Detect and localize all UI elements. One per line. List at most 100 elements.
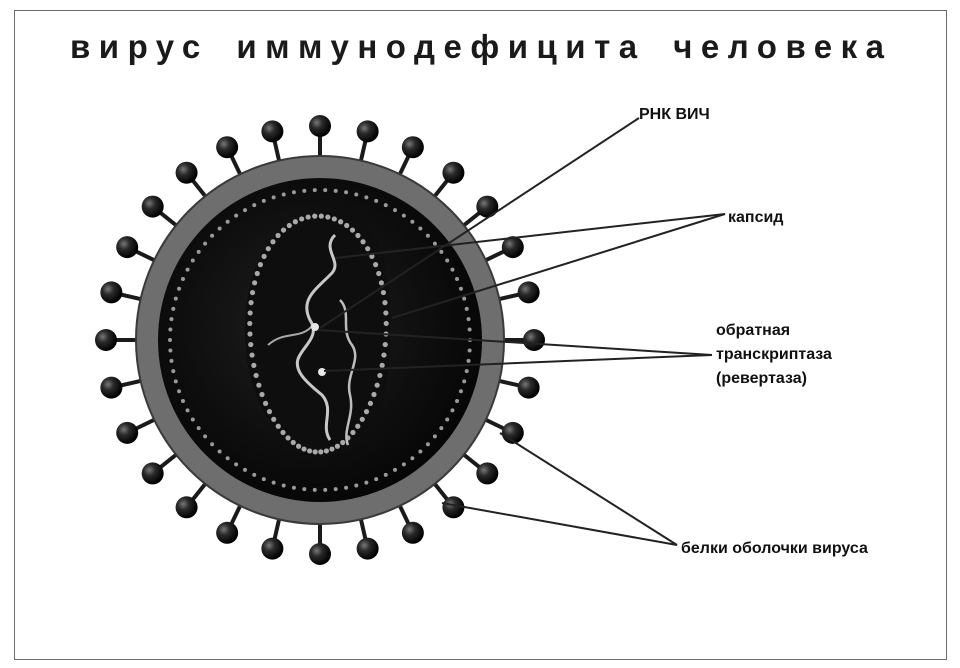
capsid-dot xyxy=(258,262,263,267)
capsid-dot xyxy=(312,214,317,219)
envelope-protein-knob xyxy=(176,496,198,518)
capsid-dot xyxy=(249,352,254,357)
matrix-dot xyxy=(169,359,173,363)
capsid-dot xyxy=(291,440,296,445)
matrix-dot xyxy=(262,477,266,481)
matrix-dot xyxy=(197,250,201,254)
capsid-dot xyxy=(252,280,257,285)
capsid-dot xyxy=(299,216,304,221)
capsid-dot xyxy=(381,352,386,357)
matrix-dot xyxy=(465,369,469,373)
envelope-protein-knob xyxy=(476,196,498,218)
envelope-protein-knob xyxy=(176,162,198,184)
capsid-dot xyxy=(340,440,345,445)
envelope-protein-knob xyxy=(116,236,138,258)
capsid-dot xyxy=(332,216,337,221)
matrix-dot xyxy=(462,379,466,383)
capsid-dot xyxy=(384,321,389,326)
matrix-dot xyxy=(450,268,454,272)
envelope-protein-knob xyxy=(216,136,238,158)
matrix-dot xyxy=(313,488,317,492)
envelope-protein-knob xyxy=(523,329,545,351)
matrix-dot xyxy=(445,259,449,263)
matrix-dot xyxy=(210,234,214,238)
capsid-dot xyxy=(254,373,259,378)
capsid-dot xyxy=(259,392,264,397)
matrix-dot xyxy=(402,462,406,466)
matrix-dot xyxy=(302,189,306,193)
matrix-dot xyxy=(450,408,454,412)
matrix-dot xyxy=(218,227,222,231)
capsid-dot xyxy=(256,383,261,388)
matrix-dot xyxy=(186,268,190,272)
envelope-protein-knob xyxy=(357,538,379,560)
capsid-dot xyxy=(380,363,385,368)
matrix-dot xyxy=(181,277,185,281)
capsid-dot xyxy=(355,233,360,238)
matrix-dot xyxy=(433,242,437,246)
matrix-dot xyxy=(243,208,247,212)
capsid-dot xyxy=(287,223,292,228)
matrix-dot xyxy=(168,328,172,332)
envelope-protein-knob xyxy=(402,136,424,158)
capsid-dot xyxy=(338,219,343,224)
envelope-protein-knob xyxy=(442,162,464,184)
capsid-dot xyxy=(364,409,369,414)
matrix-dot xyxy=(177,389,181,393)
matrix-dot xyxy=(226,456,230,460)
envelope-protein-knob xyxy=(100,377,122,399)
matrix-dot xyxy=(384,473,388,477)
label-reverse-transcriptase: обратная транскриптаза (ревертаза) xyxy=(716,319,832,391)
matrix-dot xyxy=(197,426,201,430)
matrix-dot xyxy=(282,484,286,488)
capsid-dot xyxy=(329,446,334,451)
matrix-dot xyxy=(334,189,338,193)
matrix-dot xyxy=(313,188,317,192)
matrix-dot xyxy=(393,208,397,212)
matrix-dot xyxy=(418,449,422,453)
envelope-protein-knob xyxy=(309,543,331,565)
label-capsid: капсид xyxy=(728,206,783,230)
capsid-dot xyxy=(255,271,260,276)
label-rt-line3: (ревертаза) xyxy=(716,367,832,391)
matrix-dot xyxy=(168,338,172,342)
matrix-dot xyxy=(426,234,430,238)
envelope-protein-knob xyxy=(216,522,238,544)
capsid-dot xyxy=(248,310,253,315)
capsid-dot xyxy=(263,401,268,406)
capsid-dot xyxy=(285,435,290,440)
matrix-dot xyxy=(393,468,397,472)
capsid-dot xyxy=(335,444,340,449)
envelope-protein-knob xyxy=(116,422,138,444)
capsid-dot xyxy=(248,300,253,305)
matrix-dot xyxy=(203,242,207,246)
capsid-dot xyxy=(355,424,360,429)
matrix-dot xyxy=(243,468,247,472)
envelope-protein-knob xyxy=(309,115,331,137)
matrix-dot xyxy=(169,317,173,321)
capsid-dot xyxy=(276,424,281,429)
matrix-dot xyxy=(218,449,222,453)
capsid-dot xyxy=(296,444,301,449)
matrix-dot xyxy=(323,188,327,192)
capsid-dot xyxy=(360,239,365,244)
matrix-dot xyxy=(455,399,459,403)
matrix-dot xyxy=(364,481,368,485)
matrix-dot xyxy=(168,348,172,352)
capsid-dot xyxy=(313,449,318,454)
capsid-dot xyxy=(350,430,355,435)
capsid-dot xyxy=(376,271,381,276)
capsid-dot xyxy=(267,409,272,414)
envelope-protein-knob xyxy=(142,196,164,218)
matrix-dot xyxy=(226,220,230,224)
matrix-dot xyxy=(191,417,195,421)
capsid-dot xyxy=(266,246,271,251)
envelope-protein-knob xyxy=(142,462,164,484)
capsid-dot xyxy=(275,233,280,238)
capsid-dot xyxy=(373,262,378,267)
matrix-dot xyxy=(171,307,175,311)
matrix-dot xyxy=(302,487,306,491)
matrix-dot xyxy=(344,486,348,490)
matrix-dot xyxy=(334,487,338,491)
matrix-dot xyxy=(433,434,437,438)
